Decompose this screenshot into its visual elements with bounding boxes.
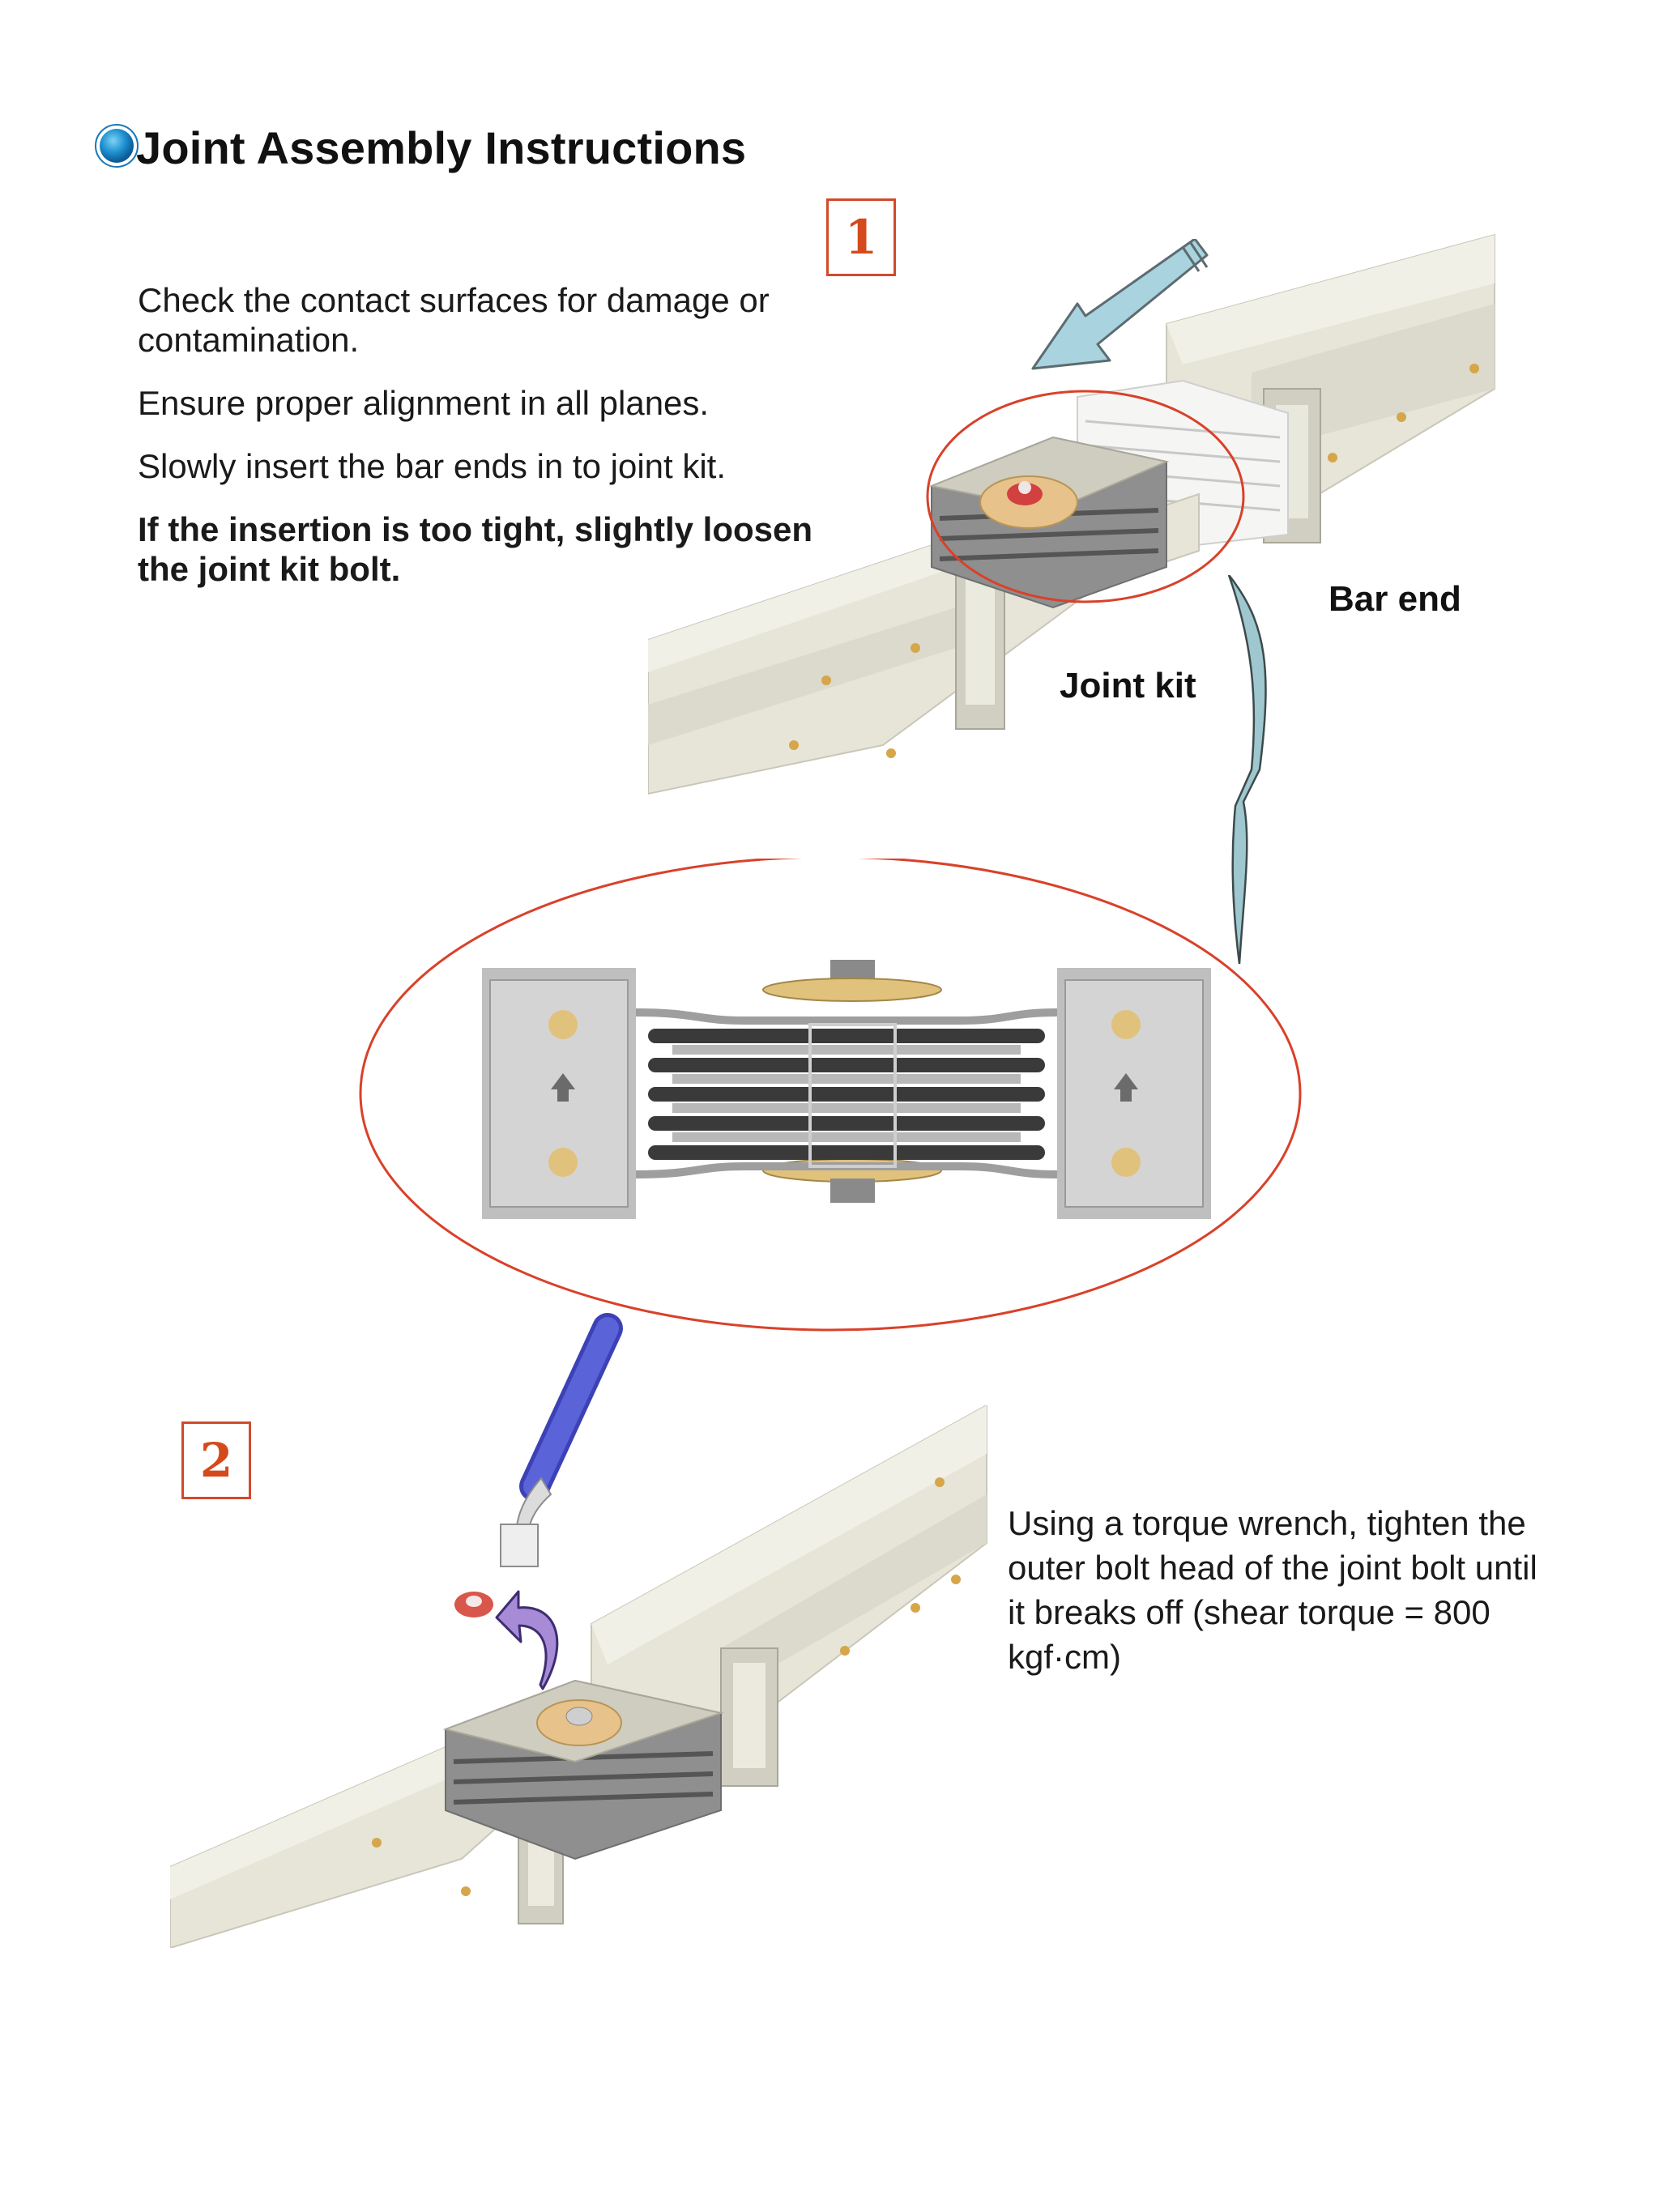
page-title: Joint Assembly Instructions bbox=[136, 122, 747, 173]
step-1-instructions: Check the contact surfaces for damage or… bbox=[138, 280, 851, 612]
joint-kit-detail-illustration bbox=[359, 859, 1302, 1332]
busway-step2-illustration bbox=[170, 1405, 987, 1948]
instruction-warning: If the insertion is too tight, slightly … bbox=[138, 510, 813, 588]
rotate-arrow-icon bbox=[454, 1590, 559, 1690]
insert-arrow-icon bbox=[1031, 239, 1209, 370]
busway-step1-illustration bbox=[648, 233, 1495, 795]
step-1-badge: 1 bbox=[826, 198, 896, 276]
instruction-2: Ensure proper alignment in all planes. bbox=[138, 384, 710, 422]
instruction-1: Check the contact surfaces for damage or… bbox=[138, 281, 770, 359]
wrench-icon bbox=[500, 1313, 623, 1567]
label-joint-kit: Joint kit bbox=[1060, 666, 1196, 705]
instruction-3: Slowly insert the bar ends in to joint k… bbox=[138, 447, 727, 485]
zoom-arrow-icon bbox=[1227, 575, 1267, 965]
step-2-instruction: Using a torque wrench, tighten the outer… bbox=[1008, 1504, 1537, 1676]
step-2-badge: 2 bbox=[181, 1421, 251, 1499]
bullet-icon bbox=[95, 124, 139, 168]
label-bar-end: Bar end bbox=[1328, 579, 1461, 619]
